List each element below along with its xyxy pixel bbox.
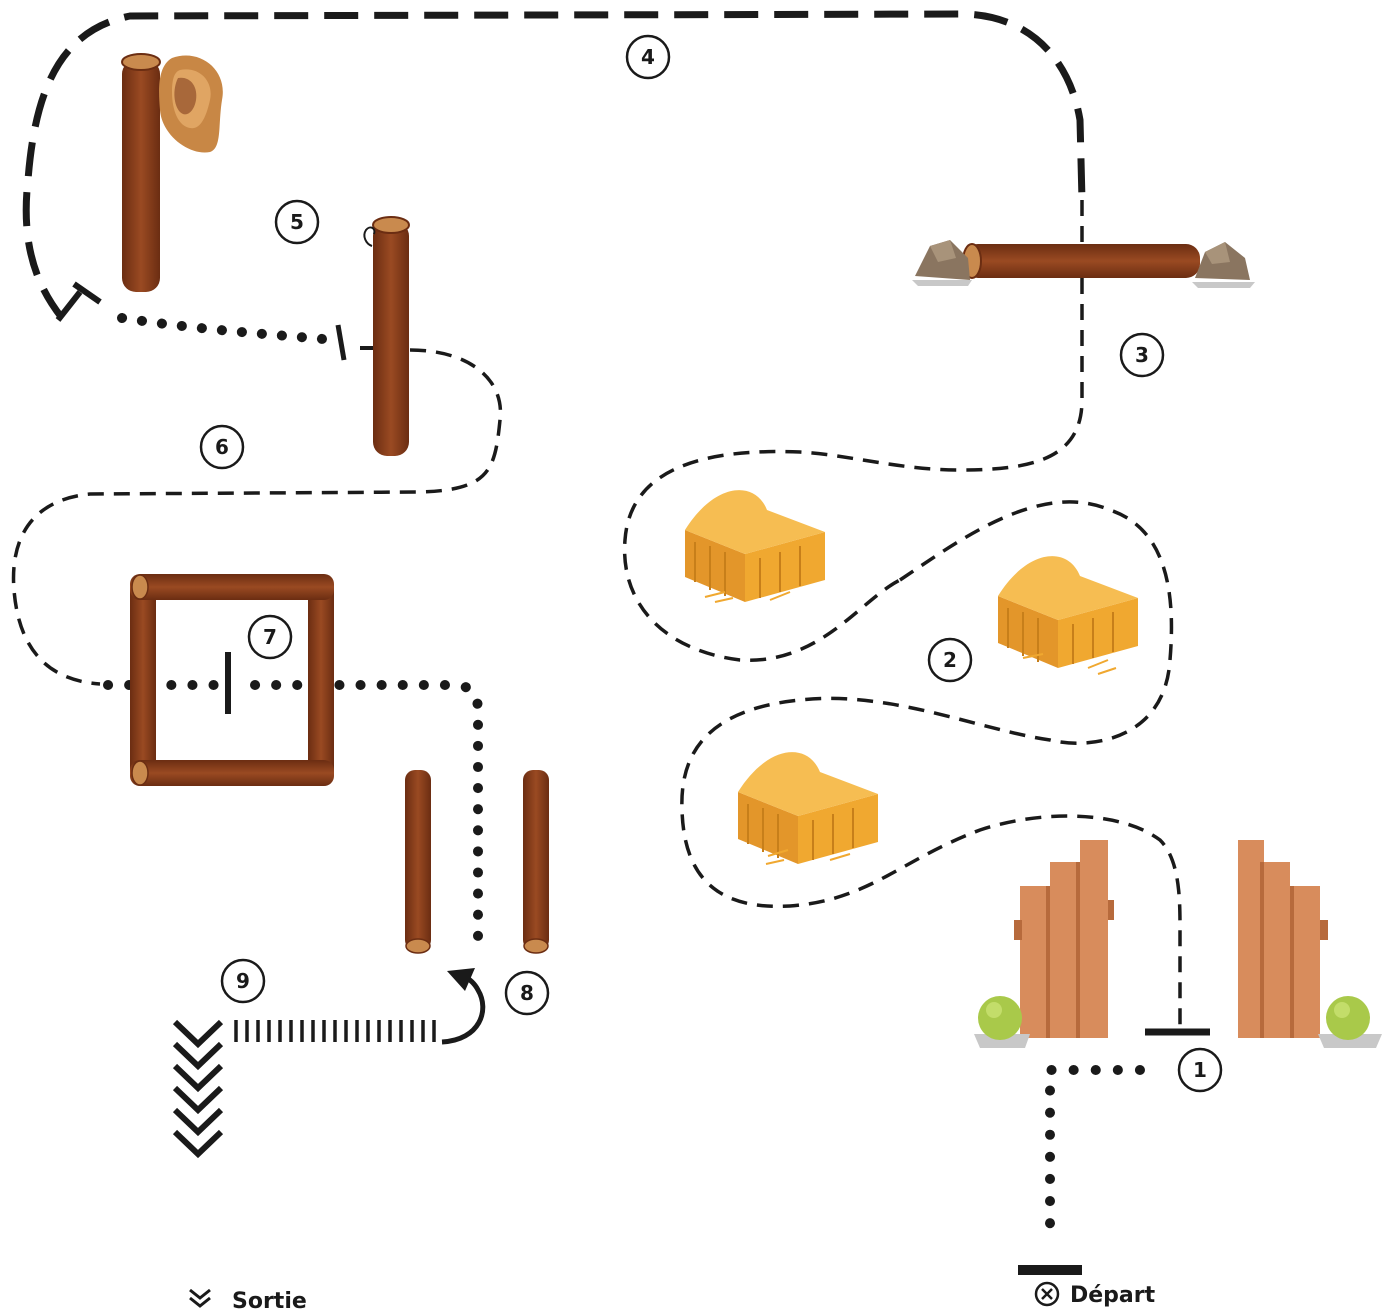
- step-number: 7: [263, 625, 277, 649]
- route-segment-3: [622, 200, 1084, 662]
- hay-bale-3: [738, 752, 878, 865]
- step-number: 3: [1135, 343, 1149, 367]
- route-segment-2: [680, 500, 1182, 1030]
- gate-right: [1238, 840, 1382, 1048]
- corridor-log-right: [523, 770, 549, 954]
- route-marker-4b: [72, 281, 102, 305]
- log-square: [130, 574, 334, 786]
- step-number: 8: [520, 981, 534, 1005]
- step-marker-2: 2: [927, 637, 973, 683]
- step-marker-3: 3: [1119, 332, 1165, 378]
- step-number: 9: [236, 969, 250, 993]
- start-label: Départ: [1070, 1283, 1156, 1308]
- hay-bale-2: [998, 556, 1138, 675]
- hat-icon: [159, 55, 223, 153]
- step-number: 1: [1193, 1058, 1207, 1082]
- exit-label: Sortie: [232, 1289, 307, 1314]
- route-segment-6: [11, 348, 503, 686]
- bush-left: [974, 996, 1030, 1048]
- gate-left: [974, 840, 1114, 1048]
- log-over-rocks: [912, 240, 1255, 288]
- step-number: 6: [215, 435, 229, 459]
- post-2: [363, 216, 410, 456]
- step-number: 2: [943, 648, 957, 672]
- route-segment-5: [117, 313, 339, 345]
- bush-right: [1318, 996, 1382, 1048]
- circled-x-icon: [1034, 1281, 1060, 1307]
- arrowhead-8: [447, 968, 475, 991]
- route-marker-5: [335, 324, 347, 361]
- route-segment-7: [103, 680, 483, 950]
- step-number: 5: [290, 210, 304, 234]
- route-segment-1: [1045, 1065, 1145, 1245]
- double-chevron-down-icon: [189, 1288, 211, 1308]
- step-marker-9: 9: [220, 958, 266, 1004]
- rock-left: [912, 240, 972, 286]
- route-segment-9: [234, 1020, 436, 1042]
- route-marker-4: [55, 290, 83, 322]
- step-marker-7: 7: [247, 614, 293, 660]
- step-number: 4: [641, 45, 655, 69]
- legend-start: Départ: [1034, 1281, 1156, 1308]
- post-with-hat: [121, 53, 223, 292]
- hay-bale-1: [685, 490, 825, 603]
- route-segment-4: [22, 10, 1086, 321]
- step-marker-5: 5: [274, 199, 320, 245]
- step-marker-1: 1: [1177, 1047, 1223, 1093]
- rock-right: [1192, 242, 1255, 288]
- step-marker-6: 6: [199, 424, 245, 470]
- step-marker-4: 4: [625, 34, 671, 80]
- exit-chevrons: [172, 1019, 224, 1159]
- corridor-log-left: [405, 770, 431, 954]
- legend-exit: Sortie: [189, 1288, 307, 1314]
- step-marker-8: 8: [504, 970, 550, 1016]
